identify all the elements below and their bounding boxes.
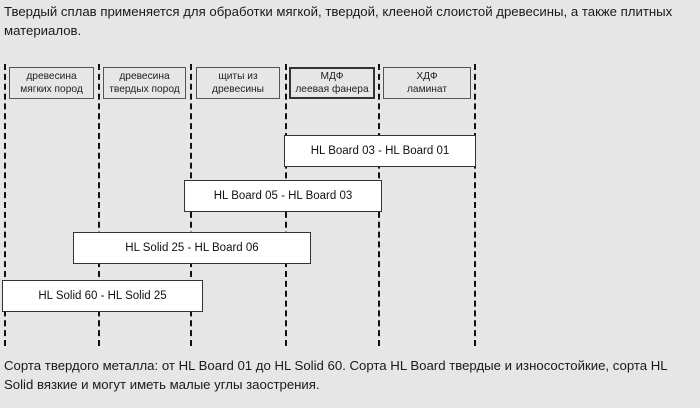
material-line2: ламинат (406, 84, 448, 95)
material-line2: леевая фанера (295, 84, 369, 95)
material-mdf-plywood: МДФ леевая фанера (289, 67, 375, 99)
grade-bar: HL Solid 25 - HL Board 06 (73, 232, 311, 264)
material-softwood: древесина мягких пород (9, 67, 94, 99)
boundary-line (4, 64, 6, 346)
material-hardwood: древесина твердых пород (103, 67, 186, 99)
material-line1: древесина (26, 71, 77, 82)
intro-text: Твердый сплав применяется для обработки … (4, 4, 673, 38)
material-line2: древесины (212, 84, 264, 95)
material-line1: древесина (119, 71, 170, 82)
material-wood-panels: щиты из древесины (196, 67, 280, 99)
grade-bar: HL Board 03 - HL Board 01 (284, 135, 476, 167)
material-line1: МДФ (320, 71, 344, 82)
carbide-grade-diagram: древесина мягких пород древесина твердых… (0, 60, 700, 350)
material-line1: ХДФ (416, 71, 438, 82)
outro-text: Сорта твердого металла: от HL Board 01 д… (4, 358, 668, 392)
material-line2: мягких пород (20, 84, 83, 95)
grade-bar: HL Board 05 - HL Board 03 (184, 180, 382, 212)
material-line1: щиты из (218, 71, 258, 82)
material-line2: твердых пород (109, 84, 180, 95)
material-hdf-laminate: ХДФ ламинат (383, 67, 471, 99)
boundary-line (98, 64, 100, 346)
grade-bar: HL Solid 60 - HL Solid 25 (2, 280, 203, 312)
boundary-line (474, 64, 476, 346)
